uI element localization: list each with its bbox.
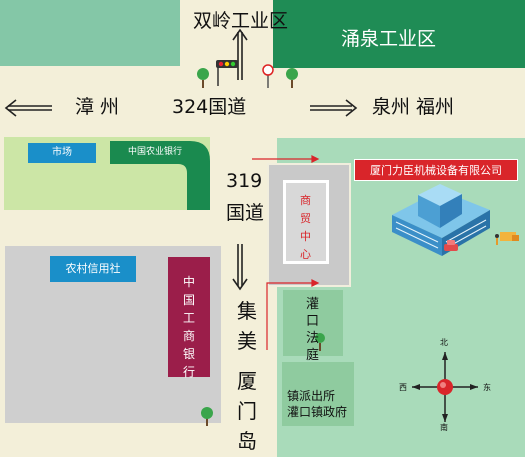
route-arrow-bottom-icon: [266, 279, 320, 350]
tree-icon: [197, 68, 209, 88]
compass-west-label: 西: [399, 383, 407, 392]
block-police-gov: [282, 362, 354, 426]
zone-label-north-right: 涌泉工业区: [341, 28, 437, 50]
police-gov-label: 镇派出所 灌口镇政府: [287, 389, 348, 419]
arrow-west-icon: [4, 99, 52, 117]
tree-icon: [315, 333, 325, 351]
arrow-east-icon: [310, 99, 358, 117]
road-label-319-line1: 319: [226, 170, 263, 192]
arrow-north-icon: [232, 28, 248, 80]
zone-block-north-right: [273, 0, 525, 68]
road-direction-south-2: 厦门岛: [237, 369, 257, 453]
tree-icon: [201, 407, 213, 426]
compass-icon: [412, 352, 478, 422]
rural-credit-label: 农村信用社: [50, 256, 136, 282]
person-icon: [495, 234, 499, 245]
truck-icon: [500, 232, 519, 241]
arrow-south-icon: [232, 244, 248, 291]
road-sign-icon: [262, 64, 274, 88]
compass-east-label: 东: [483, 383, 491, 392]
road-direction-east: 泉州 福州: [372, 96, 455, 118]
road-label-319-line2: 国道: [226, 202, 265, 224]
car-icon: [444, 240, 458, 251]
road-label-324: 324国道: [172, 96, 247, 118]
route-arrow-top-icon: [252, 155, 320, 163]
compass-north-label: 北: [440, 338, 448, 347]
traffic-light-icon: [216, 60, 238, 86]
court-label: 灌口法庭: [306, 297, 320, 363]
trade-center-inner: [283, 180, 329, 264]
road-direction-west: 漳州: [75, 96, 126, 118]
block-court: [283, 290, 343, 356]
trade-center-label: 商贸中心: [300, 194, 311, 261]
tree-icon: [286, 68, 298, 88]
agri-bank-label: 中国农业银行: [128, 147, 183, 157]
market-label: 市场: [28, 143, 96, 163]
road-direction-south-1: 集美: [237, 299, 257, 353]
zone-block-north-left: [0, 0, 180, 66]
company-name-label: 厦门力臣机械设备有限公司: [354, 159, 518, 181]
icbc-label: 中国工商银行: [168, 257, 210, 379]
compass-south-label: 南: [440, 423, 448, 432]
factory-building-icon: [392, 184, 490, 256]
zone-label-north-left: 双岭工业区: [193, 10, 289, 32]
agri-bank-road-shape: [110, 141, 210, 210]
